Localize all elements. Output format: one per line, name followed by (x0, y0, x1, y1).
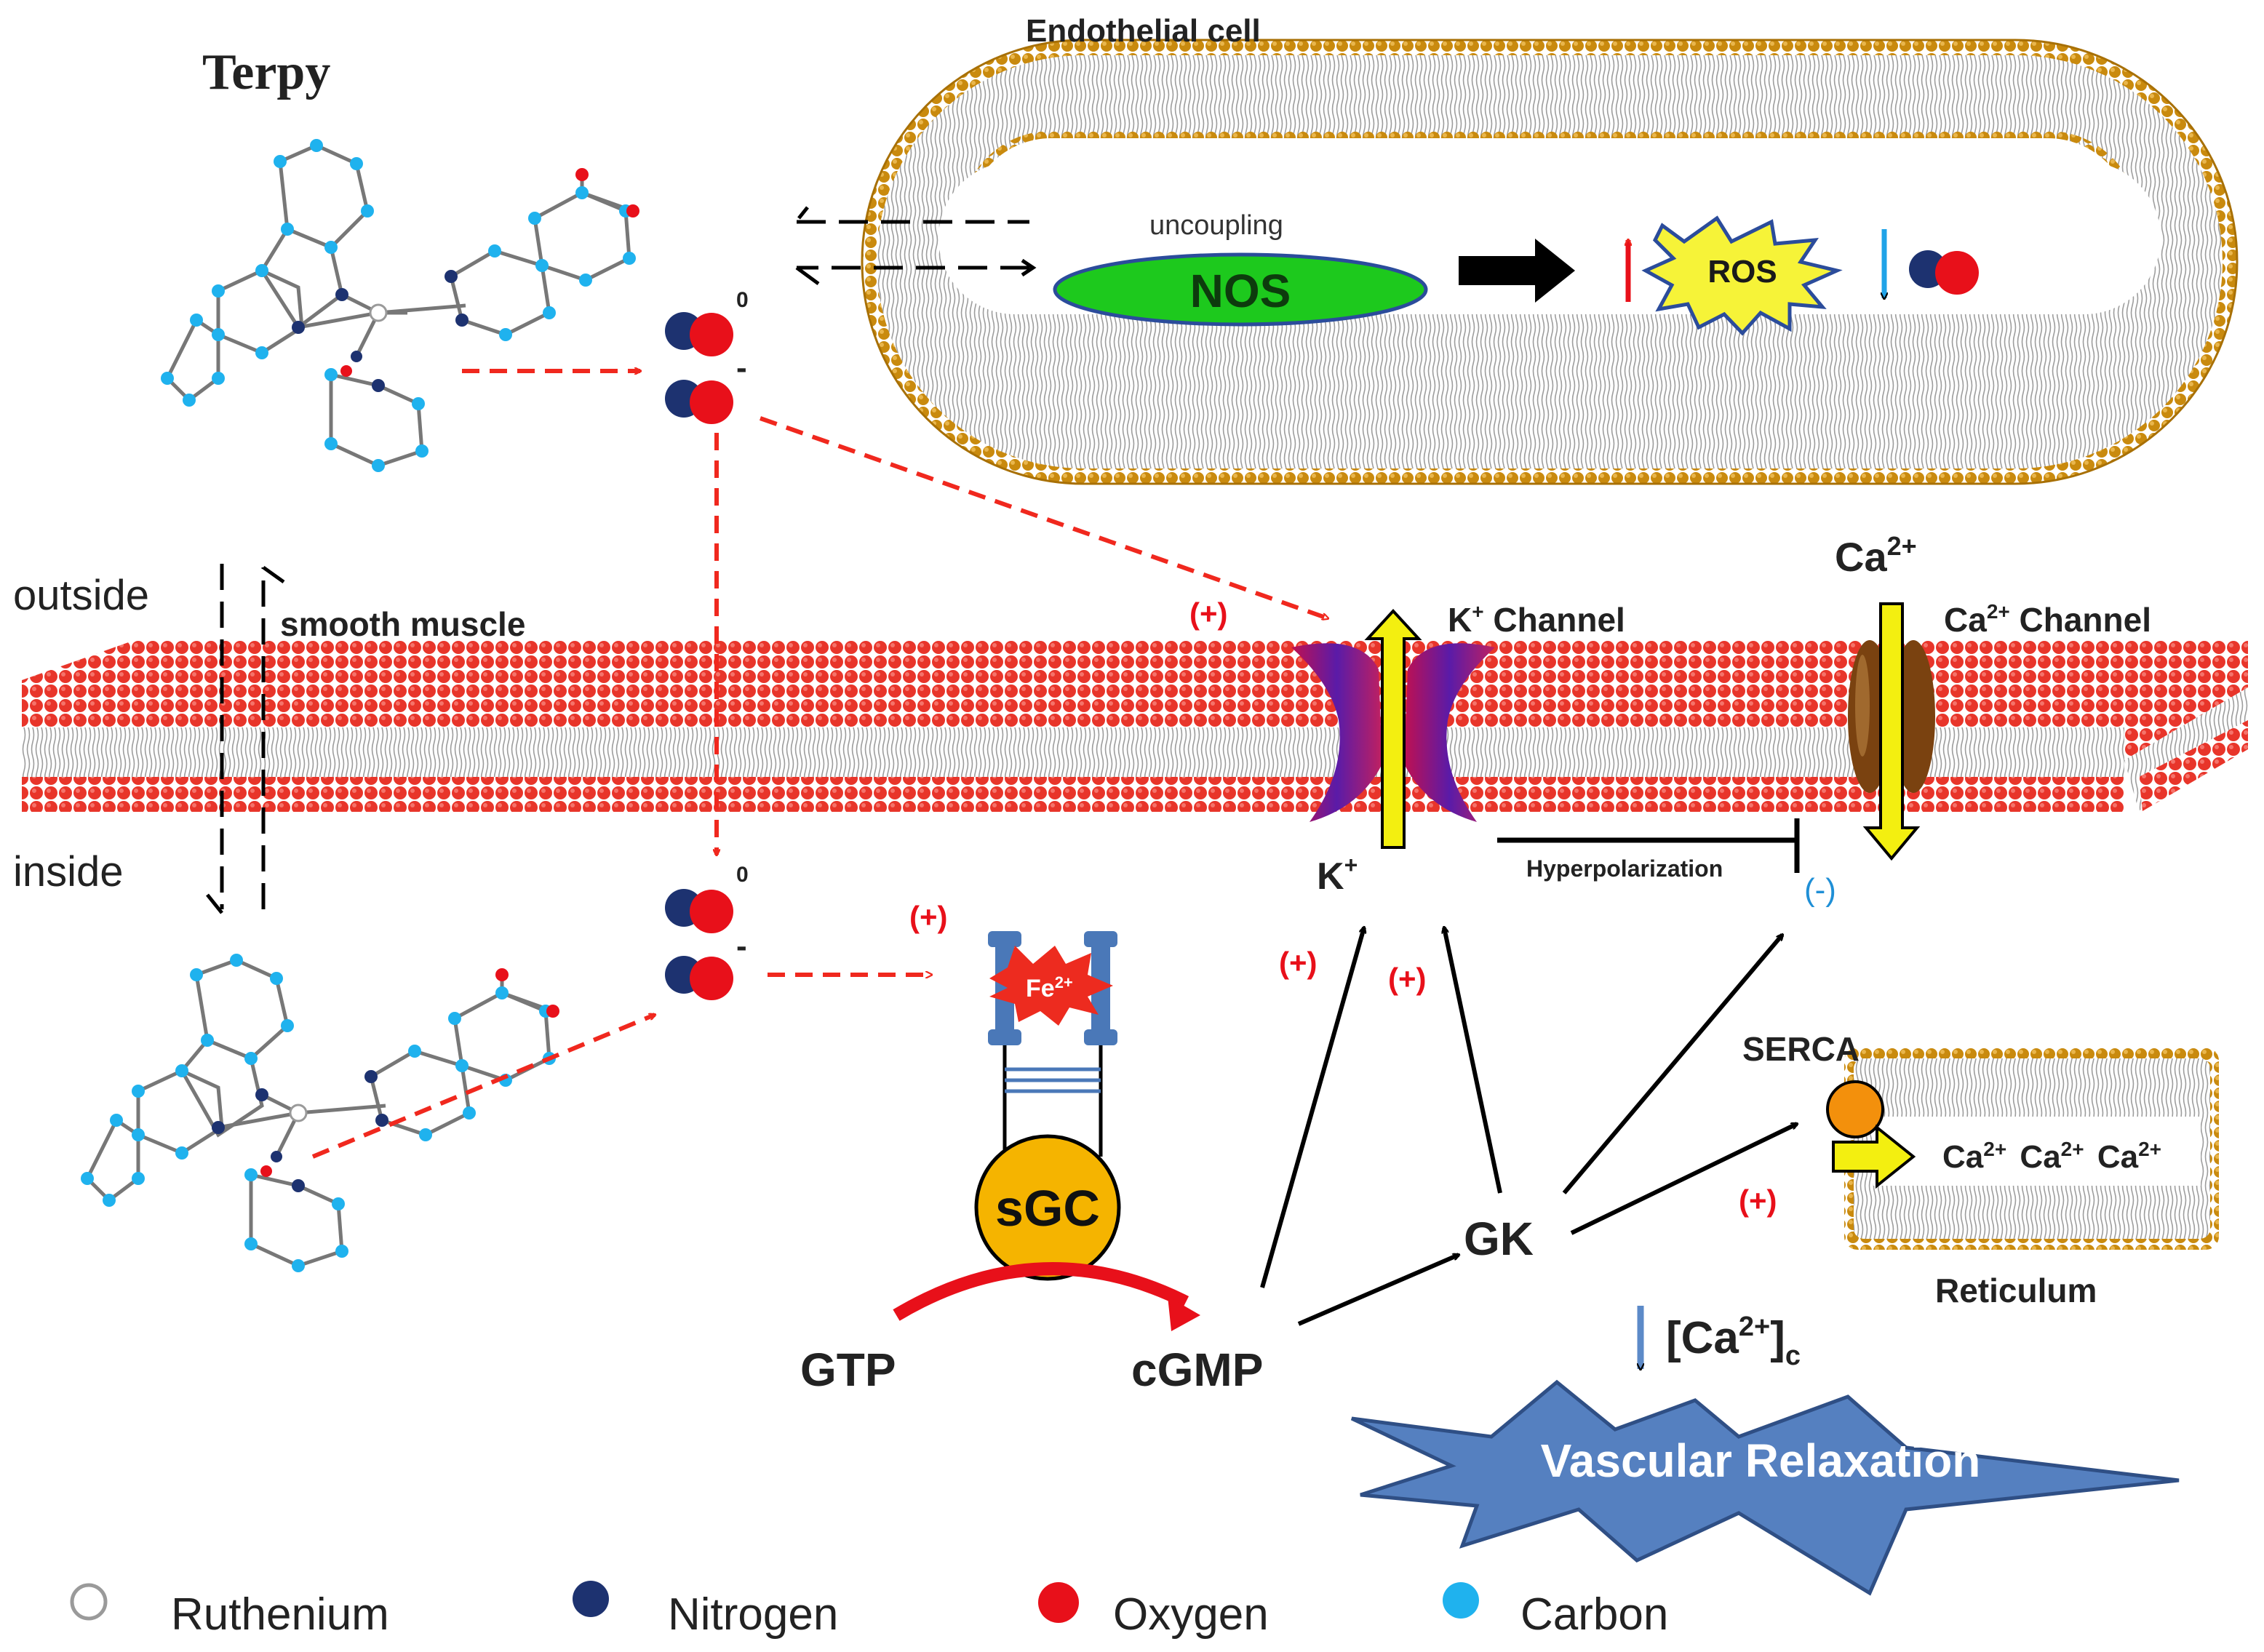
terpy-ru-complex-bottom (84, 958, 554, 1268)
legend-carbon: Carbon (1520, 1589, 1668, 1640)
no-neutral-bottom-charge: 0 (736, 863, 749, 887)
terpy-atoms-bottom (81, 954, 559, 1272)
ca-channel (1848, 602, 1935, 861)
ruthenium-legend-icon (70, 1583, 108, 1621)
terpy-title: Terpy (202, 44, 330, 100)
terpy-ru-complex-top (164, 143, 634, 468)
k-ion-label: K+ (1317, 852, 1358, 898)
ca-ion-label: Ca2+ (1835, 531, 1917, 580)
gtp-conversion-arrow (893, 1262, 1189, 1321)
reticulum (1826, 1048, 2219, 1250)
oxygen-legend-icon (1038, 1582, 1079, 1623)
k-channel (1291, 609, 1495, 849)
gtp-label: GTP (800, 1344, 896, 1396)
gk-to-ca-arrow (1562, 935, 1782, 1194)
legend-nitrogen: Nitrogen (668, 1589, 838, 1640)
ca-influx-arrow-icon (1862, 602, 1921, 861)
uncoupling-label: uncoupling (1149, 210, 1283, 241)
endothelial-cell-label: Endothelial cell (1026, 13, 1261, 49)
no-anion-bottom-charge: - (736, 928, 747, 964)
terpy-release-arrow-bottom (311, 1013, 655, 1159)
endothelial-cell: Endothelial cell uncoupling NOS ROS (795, 13, 2239, 485)
atom-legend: Ruthenium Nitrogen Oxygen Carbon (70, 1581, 1668, 1640)
gk-to-serca-arrow (1570, 1122, 1797, 1235)
no-neutral-top-charge: 0 (736, 288, 749, 312)
serca-pump-icon (1826, 1080, 1884, 1138)
no-neutral-bottom (665, 889, 733, 933)
minus-ca-channel: (-) (1804, 872, 1836, 908)
nos-label: NOS (1190, 265, 1291, 317)
gtp-conversion-arrowhead (1168, 1296, 1200, 1331)
outside-label: outside (13, 572, 149, 619)
serca-uptake-arrow-icon (1832, 1124, 1916, 1189)
hyperpolarization-inhibition (1497, 818, 1800, 873)
legend-oxygen: Oxygen (1113, 1589, 1269, 1640)
reticulum-ca-store: Ca2+ Ca2+ Ca2+ (1942, 1128, 2161, 1175)
sgc-enzyme (974, 931, 1121, 1281)
k-efflux-arrow-icon (1364, 609, 1422, 849)
carbon-legend-icon (1443, 1582, 1479, 1619)
cgmp-to-gk-arrow (1297, 1253, 1459, 1326)
no-to-kchannel-arrow (760, 416, 1328, 618)
red-dashed-arrows (311, 371, 1328, 1159)
ros-label: ROS (1707, 254, 1777, 290)
vascular-relaxation-label: Vascular Relaxation (1541, 1434, 1981, 1487)
black-block-arrow (1459, 239, 1575, 303)
no-neutral-top (665, 312, 733, 356)
no-anion-top (665, 380, 733, 424)
no-anion-top-charge: - (736, 350, 747, 386)
legend-ruthenium: Ruthenium (171, 1589, 389, 1640)
cgmp-label: cGMP (1131, 1344, 1263, 1396)
cgmp-to-k-arrow (1260, 927, 1364, 1288)
plus-k-channel: (+) (1189, 596, 1228, 631)
smooth-muscle-label: smooth muscle (280, 605, 525, 643)
k-channel-label: K+ Channel (1448, 600, 1625, 639)
iron-label: Fe2+ (1026, 973, 1073, 1002)
smooth-muscle-membrane (22, 640, 2248, 812)
ca-channel-label: Ca2+ Channel (1944, 600, 2151, 639)
black-signal-arrows (1260, 927, 1797, 1326)
cytosolic-ca-label: [Ca2+]c (1666, 1312, 1801, 1371)
plus-sgc: (+) (909, 900, 948, 934)
plus-cgmp-k: (+) (1279, 946, 1318, 980)
membrane-crossing-arrows (206, 564, 285, 914)
nos-enzyme (1053, 252, 1428, 327)
ros-burst-icon (1641, 215, 1843, 336)
sgc-label: sGC (995, 1180, 1100, 1237)
nitrogen-legend-icon (573, 1581, 609, 1617)
inside-label: inside (13, 848, 124, 895)
gk-to-k-arrow (1444, 927, 1502, 1194)
gk-label: GK (1464, 1213, 1534, 1265)
endothelial-entry-arrows (795, 206, 1037, 286)
no-molecule-icon (1909, 250, 1979, 295)
no-anion-bottom (665, 956, 733, 1000)
serca-label: SERCA (1742, 1030, 1860, 1068)
vascular-relaxation-burst (1350, 1379, 2180, 1596)
terpy-atoms-top (161, 139, 639, 472)
plus-gk-k: (+) (1388, 962, 1427, 996)
heme-iron-icon (989, 946, 1113, 1026)
hyperpolarization-label: Hyperpolarization (1526, 855, 1723, 882)
plus-serca: (+) (1739, 1184, 1777, 1218)
reticulum-label: Reticulum (1935, 1272, 2097, 1309)
